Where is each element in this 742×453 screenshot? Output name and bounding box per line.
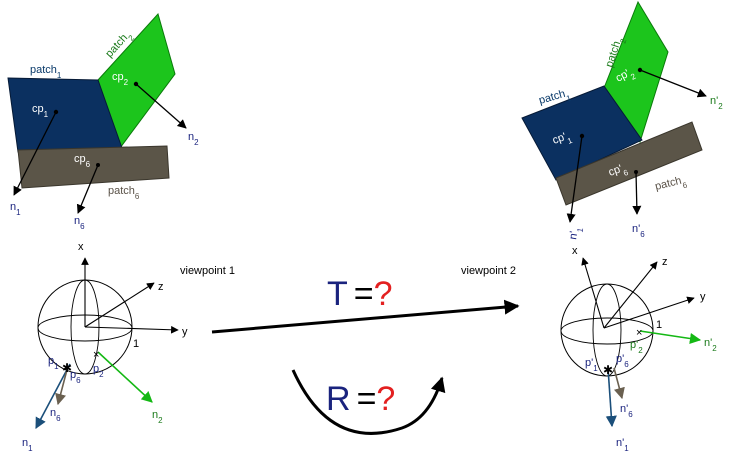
left-sphere-normal-n2 (97, 351, 153, 403)
left-patch-6-shape (17, 145, 170, 189)
right-label-cp6: cp'6 (607, 161, 630, 182)
left-axis-z (84, 282, 155, 328)
left-label-n2: n2 (188, 131, 199, 147)
right-patch-normal-6 (632, 171, 642, 215)
right-label-n1: n'1 (567, 225, 585, 241)
left-patch-normal-6 (76, 164, 99, 214)
left-label-cp6: cp6 (74, 153, 91, 169)
left-sphere: ✱ × viewpoint 1 x y z 1 p1 p6 p2 n6 n1 n… (22, 241, 235, 453)
left-label-patch6: patch6 (108, 185, 140, 201)
right-patch-normal-2 (639, 69, 707, 98)
right-axis-x-label: x (572, 245, 578, 257)
right-sphere-normal-n6 (613, 367, 625, 400)
left-label-n2: n2 (152, 409, 163, 425)
left-label-p6: p6 (70, 369, 81, 385)
right-cp1-dot (579, 133, 585, 139)
right-axis-y (603, 296, 695, 329)
left-unit-label: 1 (133, 338, 139, 350)
left-sphere-title: viewpoint 1 (180, 265, 235, 277)
right-sphere-meridian (592, 283, 622, 377)
left-label-n1: n1 (10, 201, 21, 217)
left-label-patch1: patch1 (30, 64, 62, 80)
right-label-n6: n'6 (620, 403, 633, 419)
right-axis-z (603, 261, 658, 329)
left-label-cp2: cp2 (112, 71, 129, 87)
right-patch-6-shape (555, 121, 703, 206)
right-label-n2: n'2 (710, 95, 723, 111)
right-label-n1: n'1 (616, 437, 629, 453)
right-sphere-title: viewpoint 2 (461, 265, 516, 277)
left-patch-normal-2 (135, 83, 187, 129)
left-label-n6: n6 (50, 407, 61, 423)
right-patch-1-shape (521, 85, 643, 181)
right-axis-z-label: z (662, 256, 668, 268)
right-patch-normal-1 (566, 135, 583, 223)
transform-group: T=? R=? (211, 275, 520, 435)
rotation-arrow (291, 369, 446, 435)
right-axis-x (581, 257, 605, 329)
translation-arrow (211, 299, 520, 334)
left-sphere-normal-n6 (55, 365, 69, 406)
right-cp6-dot (634, 170, 638, 174)
right-sphere-normal-n2 (639, 330, 702, 345)
right-label-p2: p'2 (630, 339, 643, 355)
left-label-n1: n1 (22, 437, 33, 453)
left-point-p2-marker: × (93, 349, 99, 361)
right-cp2-dot (637, 67, 643, 73)
left-axis-y-label: y (182, 326, 188, 338)
left-axis-z-label: z (158, 281, 164, 293)
right-point-p2-marker: × (636, 327, 642, 339)
right-sphere: ✱ × viewpoint 2 x y z 1 p'1 p'6 p'2 n'6 … (461, 245, 717, 453)
right-patches: patch1 patch2 patch6 cp'1 cp'2 cp'6 n'1 … (521, 0, 723, 241)
left-patch-normal-1 (13, 111, 57, 196)
right-axis-y-label: y (700, 291, 706, 303)
translation-label: T=? (327, 275, 393, 313)
right-label-p1: p'1 (585, 357, 598, 373)
right-sphere-normal-n1 (605, 367, 617, 428)
left-axis-x-label: x (78, 241, 84, 253)
left-patches: patch1 patch2 patch6 cp1 cp2 cp6 n1 n2 n… (7, 12, 199, 231)
rotation-label: R=? (326, 380, 395, 418)
left-label-cp1: cp1 (32, 103, 49, 119)
left-point-p1-marker: ✱ (62, 361, 72, 375)
right-label-patch6: patch6 (654, 174, 689, 197)
left-label-p1: p1 (48, 355, 59, 371)
left-label-p2: p2 (93, 363, 104, 379)
right-label-cp1: cp'1 (551, 129, 574, 150)
right-label-n6: n'6 (632, 223, 645, 239)
left-axis-y (84, 325, 179, 334)
left-sphere-normal-n1 (35, 363, 71, 429)
left-cp1-dot (53, 109, 59, 115)
right-point-p1-marker: ✱ (603, 363, 613, 377)
left-cp6-dot (96, 163, 100, 167)
left-label-n6: n6 (74, 215, 85, 231)
right-label-p6: p'6 (616, 353, 629, 369)
right-sphere-equator (560, 317, 654, 345)
right-label-n2: n'2 (704, 337, 717, 353)
left-cp2-dot (133, 81, 139, 87)
right-unit-label: 1 (656, 319, 662, 331)
right-label-cp2: cp'2 (614, 65, 638, 87)
